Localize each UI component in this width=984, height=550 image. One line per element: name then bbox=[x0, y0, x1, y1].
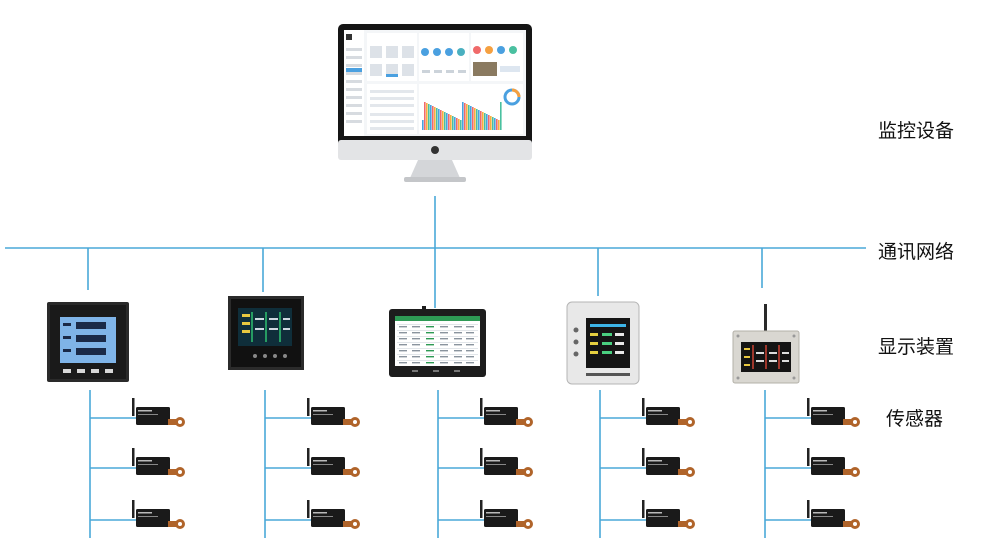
display-3-tablet bbox=[389, 306, 486, 377]
sensor-3-2 bbox=[438, 448, 533, 477]
sensor-group-3 bbox=[437, 390, 533, 538]
sensor-groups bbox=[89, 390, 860, 538]
layer-label-monitor: 监控设备 bbox=[878, 120, 955, 142]
display-4-panel-meter bbox=[566, 301, 640, 385]
sensor-group-2 bbox=[264, 390, 360, 538]
sensor-3-3 bbox=[438, 500, 533, 529]
display-2-touch-panel bbox=[228, 296, 304, 370]
sensor-2-3 bbox=[265, 500, 360, 529]
sensor-2-2 bbox=[265, 448, 360, 477]
sensor-1-1 bbox=[90, 398, 185, 427]
sensor-4-1 bbox=[600, 398, 695, 427]
tablet-screen-table bbox=[397, 324, 478, 364]
sensor-1-2 bbox=[90, 448, 185, 477]
sensor-5-2 bbox=[765, 448, 860, 477]
sensor-group-5 bbox=[764, 390, 860, 538]
display-1-lcd-meter bbox=[47, 302, 129, 382]
monitor-screen-chart bbox=[422, 102, 502, 130]
sensor-group-4 bbox=[599, 390, 695, 538]
sensor-group-1 bbox=[89, 390, 185, 538]
sensor-2-1 bbox=[265, 398, 360, 427]
sensor-4-2 bbox=[600, 448, 695, 477]
layer-label-display: 显示装置 bbox=[878, 336, 955, 358]
sensor-5-3 bbox=[765, 500, 860, 529]
sensor-5-1 bbox=[765, 398, 860, 427]
sensor-3-1 bbox=[438, 398, 533, 427]
layer-label-network: 通讯网络 bbox=[878, 241, 955, 263]
sensor-1-3 bbox=[90, 500, 185, 529]
layer-label-sensor: 传感器 bbox=[886, 408, 944, 430]
communication-network bbox=[5, 196, 866, 308]
sensor-4-3 bbox=[600, 500, 695, 529]
display-5-wireless-box bbox=[732, 304, 800, 384]
monitor-device bbox=[338, 24, 532, 182]
